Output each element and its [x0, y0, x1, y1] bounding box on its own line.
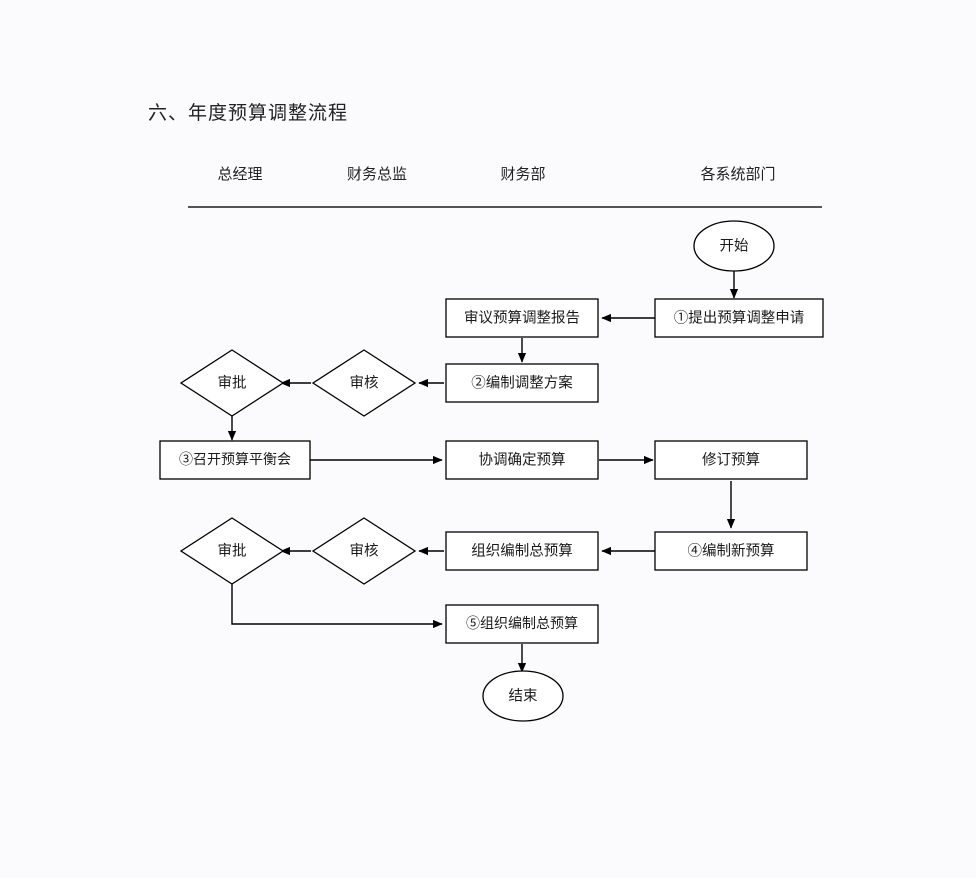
d3-diamond-shape [311, 517, 417, 585]
d4-diamond-shape [179, 517, 285, 585]
node-n3-label: ②编制调整方案 [471, 373, 573, 391]
page-title: 六、年度预算调整流程 [148, 103, 349, 124]
node-start-label: 开始 [720, 237, 749, 254]
node-d4-label: 审批 [218, 542, 247, 559]
n1-box-shape [654, 298, 824, 338]
n5-box-shape [445, 440, 599, 480]
lane-header-finance-department: 财务部 [500, 166, 545, 183]
node-review-budget-adjustment-report[interactable]: 审议预算调整报告 [445, 298, 599, 338]
end-ellipse-shape [482, 670, 564, 722]
node-approval-2[interactable]: 审批 [179, 517, 285, 585]
node-audit-2[interactable]: 审核 [311, 517, 417, 585]
node-start[interactable]: 开始 [693, 220, 775, 272]
node-end[interactable]: 结束 [482, 670, 564, 722]
node-revise-budget[interactable]: 修订预算 [654, 440, 808, 480]
node-n5-label: 协调确定预算 [479, 451, 566, 468]
start-ellipse-shape [693, 220, 775, 272]
node-d3-label: 审核 [350, 542, 379, 559]
node-audit-1[interactable]: 审核 [311, 349, 417, 417]
lane-header-general-manager: 总经理 [217, 166, 262, 183]
node-n2-label: 审议预算调整报告 [464, 309, 580, 326]
d2-diamond-shape [179, 349, 285, 417]
node-n6-label: 修订预算 [702, 451, 760, 468]
node-end-label: 结束 [509, 687, 538, 704]
n6-box-shape [654, 440, 808, 480]
node-organize-total-budget[interactable]: 组织编制总预算 [445, 531, 599, 571]
n4-box-shape [159, 440, 311, 480]
node-n7-label: ④编制新预算 [688, 542, 775, 559]
lane-header-finance-director: 财务总监 [347, 166, 407, 183]
node-coordinate-confirm-budget[interactable]: 协调确定预算 [445, 440, 599, 480]
node-n8-label: 组织编制总预算 [471, 542, 573, 559]
node-n4-label: ③召开预算平衡会 [179, 452, 291, 468]
n7-box-shape [654, 531, 808, 571]
node-d1-label: 审核 [350, 374, 379, 391]
n3-box-shape [445, 363, 599, 403]
lane-header-system-departments: 各系统部门 [700, 166, 775, 183]
n9-box-shape [445, 604, 599, 644]
node-d2-label: 审批 [218, 374, 247, 391]
n2-box-shape [445, 298, 599, 338]
node-submit-budget-adjustment-request[interactable]: ①提出预算调整申请 [654, 298, 824, 338]
node-organize-final-total-budget[interactable]: ⑤组织编制总预算 [445, 604, 599, 644]
node-hold-budget-balance-meeting[interactable]: ③召开预算平衡会 [159, 440, 311, 480]
node-approval-1[interactable]: 审批 [179, 349, 285, 417]
node-n9-label: ⑤组织编制总预算 [466, 616, 578, 632]
node-prepare-new-budget[interactable]: ④编制新预算 [654, 531, 808, 571]
edge-d4-to-n9 [231, 583, 443, 629]
node-n1-label: ①提出预算调整申请 [674, 309, 805, 326]
n8-box-shape [445, 531, 599, 571]
node-prepare-adjustment-plan[interactable]: ②编制调整方案 [445, 363, 599, 403]
d1-diamond-shape [311, 349, 417, 417]
